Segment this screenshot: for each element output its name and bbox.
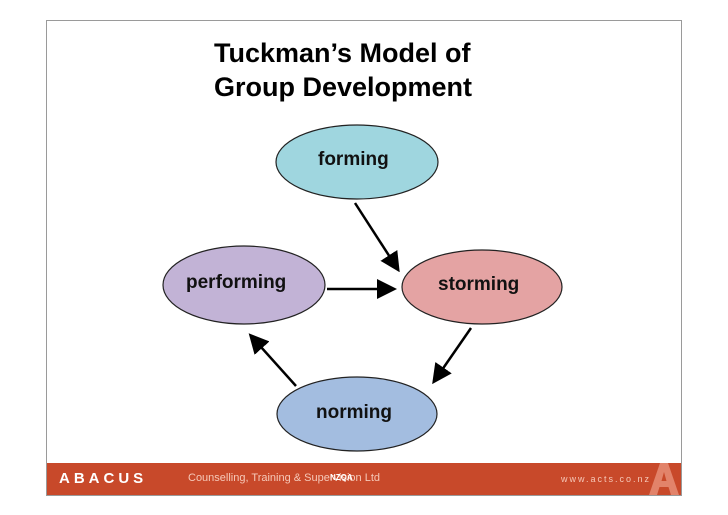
forming-label: forming (318, 149, 389, 170)
company-tagline: Counselling, Training & Supervision Ltd (188, 472, 381, 484)
performing-label: performing (186, 272, 287, 293)
forming-node (275, 124, 439, 200)
nzqa-badge: NZQA (330, 473, 353, 482)
title-line-1: Tuckman’s Model of (214, 38, 471, 68)
arrow-forming-to-storming (353, 202, 400, 273)
title-line-2: Group Development (214, 72, 473, 102)
website-text: www.acts.co.nz (561, 474, 652, 484)
abacus-a-logo-icon (649, 463, 679, 495)
performing-node (162, 245, 326, 325)
footer-bar: ABACUS Counselling, Training & Supervisi… (47, 463, 681, 495)
slide-title: Tuckman’s Model of Group Development (214, 36, 574, 104)
arrow-storming-to-norming (432, 327, 473, 385)
norming-label: norming (316, 402, 392, 423)
norming-node (276, 376, 438, 452)
storming-node (401, 249, 563, 325)
storming-label: storming (438, 274, 520, 295)
arrow-norming-to-performing (248, 333, 297, 387)
abacus-brand: ABACUS (59, 470, 148, 487)
